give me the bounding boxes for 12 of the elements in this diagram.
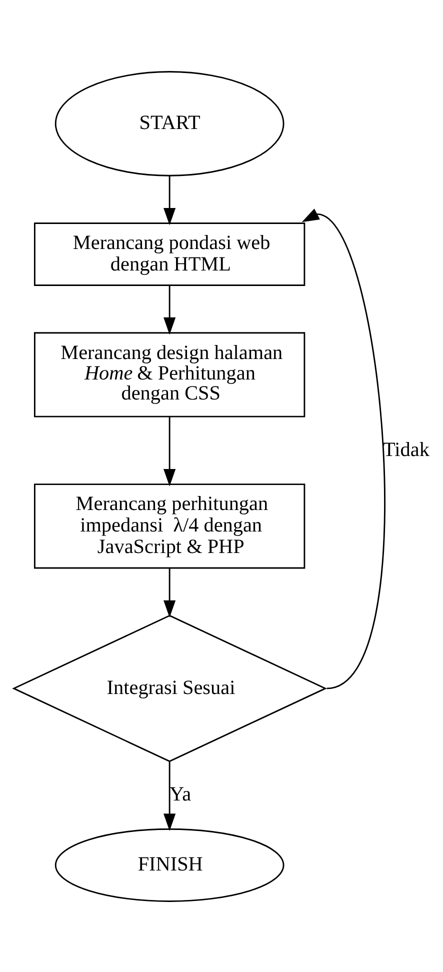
node-box: Merancang perhitungan impedansi λ/4 dengan JavaScript & PHP (34, 483, 306, 568)
node-box: Merancang pondasi web dengan HTML (34, 222, 306, 286)
node-ellipse: START (54, 70, 284, 176)
arrow (164, 284, 176, 334)
node-box: Merancang design halaman Home & Perhitungan dengan CSS (34, 332, 306, 417)
arrow (164, 761, 176, 830)
node-diamond: Integrasi Sesuai (12, 614, 328, 762)
arrow (302, 208, 386, 689)
node-ellipse: FINISH (54, 828, 284, 902)
arrow (164, 416, 176, 486)
arrow (164, 175, 176, 225)
arrow (164, 568, 176, 618)
